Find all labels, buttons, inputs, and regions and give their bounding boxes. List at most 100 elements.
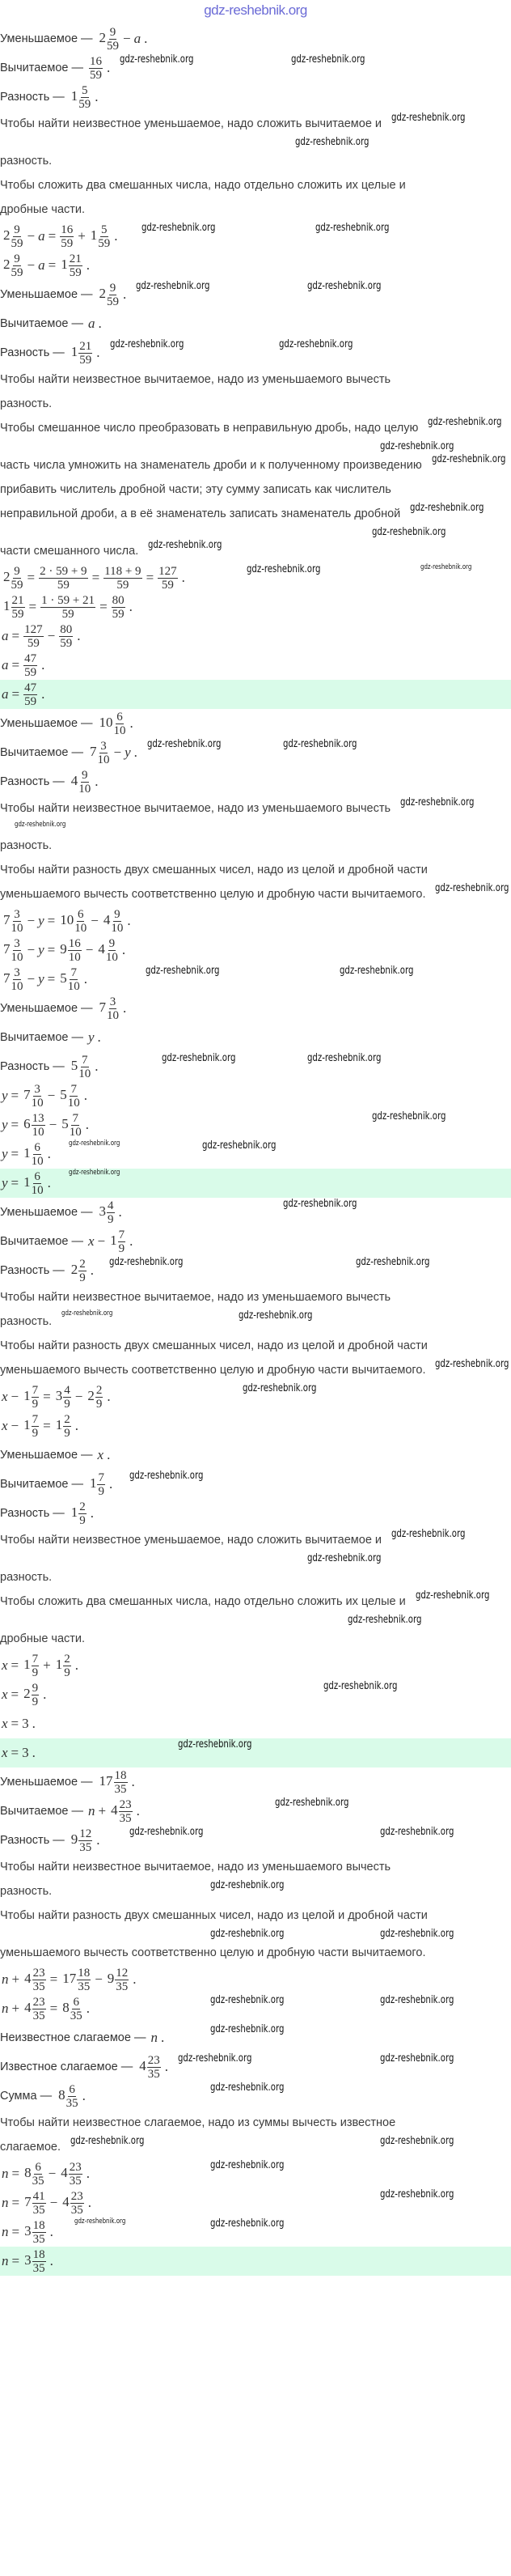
- term-label: Разность —: [0, 775, 65, 788]
- whole-part: 1: [23, 1144, 31, 1161]
- denominator: 35: [119, 1811, 132, 1825]
- variable: n: [2, 2001, 9, 2016]
- variable: n: [2, 2253, 9, 2268]
- whole-part: 4: [70, 772, 78, 788]
- whole-part: 2: [3, 568, 11, 584]
- term-label: Вычитаемое —: [0, 1031, 83, 1044]
- watermark: gdz-reshebnik.org: [239, 1309, 313, 1322]
- variable: x: [2, 1657, 8, 1673]
- variable: a: [133, 31, 141, 46]
- paragraph-text: Чтобы сложить два смешанных числа, надо …: [0, 179, 406, 192]
- numerator: 3: [13, 965, 21, 980]
- math-symbol: =: [11, 1117, 19, 1132]
- numerator: 2: [78, 1500, 87, 1514]
- site-logo[interactable]: gdz-reshebnik.org: [204, 2, 307, 18]
- denominator: 59: [69, 265, 82, 279]
- math-symbol: .: [86, 2001, 90, 2016]
- text-line: уменьшаемого вычесть соответственно целу…: [0, 1358, 511, 1382]
- whole-part: 4: [24, 1999, 32, 2015]
- paragraph-text: неправильной дроби, а в её знаменатель з…: [0, 507, 401, 520]
- whole-part: 1: [70, 343, 78, 359]
- variable: x: [97, 1447, 104, 1462]
- numerator: 6: [76, 907, 85, 922]
- whole-part: 7: [99, 999, 107, 1015]
- math-symbol: .: [90, 1505, 95, 1521]
- numerator: 6: [33, 1169, 41, 1184]
- numerator: 18: [77, 1966, 91, 1980]
- denominator: 59: [11, 265, 23, 279]
- watermark: gdz-reshebnik.org: [15, 821, 66, 829]
- denominator: 35: [65, 2096, 78, 2110]
- paragraph-text: уменьшаемого вычесть соответственно целу…: [0, 1364, 426, 1377]
- math-symbol: .: [82, 2088, 86, 2103]
- watermark: gdz-reshebnik.org: [202, 1139, 277, 1152]
- whole-part: 2: [3, 256, 11, 272]
- numerator: 6: [68, 2082, 76, 2097]
- math-symbol: =: [11, 1088, 19, 1103]
- denominator: 35: [70, 2203, 83, 2217]
- math-symbol: −: [85, 942, 94, 957]
- text-line: Чтобы найти неизвестное вычитаемое, надо…: [0, 367, 511, 392]
- denominator: 35: [32, 1980, 45, 1993]
- whole-part: 2: [99, 29, 107, 45]
- term-label: Неизвестное слагаемое —: [0, 2031, 146, 2044]
- math-symbol: −: [27, 942, 36, 957]
- variable: x: [2, 1418, 8, 1433]
- numerator: 5: [100, 223, 108, 237]
- whole-part: 2: [3, 227, 11, 243]
- numerator: 47: [23, 651, 38, 666]
- whole-part: 7: [3, 940, 11, 957]
- watermark: gdz-reshebnik.org: [356, 1256, 430, 1268]
- watermark: gdz-reshebnik.org: [420, 563, 472, 571]
- watermark: gdz-reshebnik.org: [307, 280, 382, 292]
- numerator: 21: [78, 339, 93, 354]
- denominator: 9: [118, 1241, 125, 1255]
- text-line: разность.: [0, 149, 511, 173]
- paragraph-text: разность.: [0, 1571, 53, 1584]
- denominator: 59: [61, 607, 74, 621]
- variable: y: [38, 913, 44, 928]
- variable: y: [2, 1088, 8, 1103]
- watermark: gdz-reshebnik.org: [129, 1470, 204, 1482]
- math-symbol: .: [83, 1088, 87, 1103]
- numerator: 6: [72, 1995, 80, 2009]
- denominator: 35: [79, 1840, 92, 1854]
- whole-part: 7: [3, 970, 11, 986]
- whole-part: 3: [24, 2251, 32, 2268]
- text-line: Чтобы сложить два смешанных числа, надо …: [0, 173, 511, 197]
- paragraph-text: часть числа умножить на знаменатель дроб…: [0, 459, 422, 472]
- term-label: Уменьшаемое —: [0, 32, 93, 45]
- paragraph-text: разность.: [0, 1885, 53, 1898]
- text-line: Чтобы смешанное число преобразовать в не…: [0, 416, 511, 440]
- math-symbol: −: [47, 628, 56, 643]
- denominator: 9: [95, 1397, 103, 1411]
- watermark: gdz-reshebnik.org: [243, 1382, 317, 1394]
- numerator: 3: [99, 739, 108, 753]
- text-line: Чтобы сложить два смешанных числа, надо …: [0, 1589, 511, 1614]
